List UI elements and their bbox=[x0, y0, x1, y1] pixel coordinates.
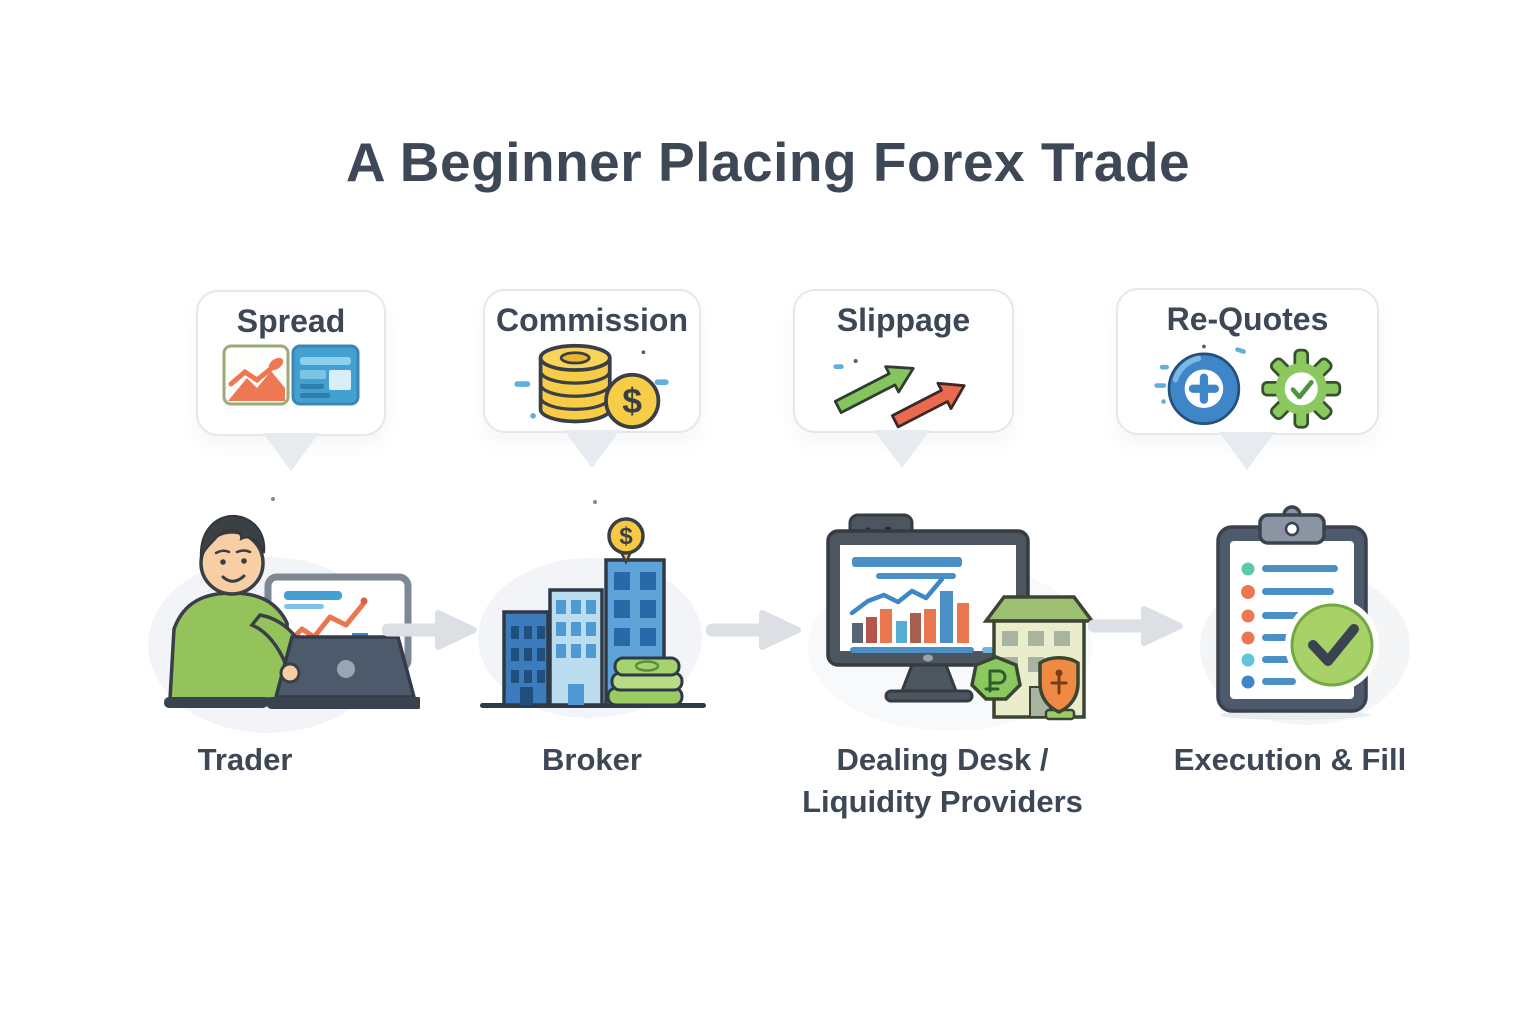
commission-coin-stack-icon: $ bbox=[514, 344, 669, 430]
dealing-desk-monitor-bank-icon bbox=[808, 513, 1096, 731]
flow-arrow-icon bbox=[1088, 606, 1183, 646]
ink-speck bbox=[271, 497, 275, 501]
callout-slippage-label: Slippage bbox=[836, 302, 971, 338]
flow-arrow-icon bbox=[382, 610, 477, 650]
callout-tail bbox=[263, 433, 319, 471]
check-circle-icon bbox=[1285, 598, 1379, 692]
callout-commission: Commission $ bbox=[483, 289, 701, 433]
node-label-trader: Trader bbox=[197, 742, 293, 777]
svg-text:$: $ bbox=[619, 523, 633, 550]
callout-spread-label: Spread bbox=[236, 303, 346, 339]
node-label-execution: Execution & Fill bbox=[1173, 742, 1407, 777]
shield-icon bbox=[1038, 656, 1080, 721]
callout-spread: Spread bbox=[196, 290, 386, 436]
node-label-dealing-desk: Dealing Desk / Liquidity Providers bbox=[770, 739, 1115, 823]
svg-text:$: $ bbox=[622, 381, 642, 421]
gear-check-icon bbox=[1260, 348, 1341, 429]
node-label-dealing-line2: Liquidity Providers bbox=[802, 783, 1083, 819]
money-stack bbox=[606, 656, 684, 707]
clipboard-checklist-icon bbox=[1200, 505, 1410, 725]
page-title: A Beginner Placing Forex Trade bbox=[345, 131, 1191, 193]
trader-at-laptop-icon bbox=[148, 514, 420, 733]
dollar-coin: $ bbox=[607, 517, 645, 565]
ink-speck bbox=[593, 500, 597, 504]
callout-slippage: Slippage bbox=[793, 289, 1014, 433]
callout-requotes-label: Re-Quotes bbox=[1166, 301, 1329, 337]
requotes-refresh-gear-icon bbox=[1153, 344, 1341, 429]
callout-tail bbox=[564, 430, 620, 468]
spread-chart-card-icon bbox=[222, 344, 360, 406]
node-label-broker: Broker bbox=[542, 742, 642, 777]
plus-circle-icon bbox=[1167, 352, 1240, 426]
dollar-coin: $ bbox=[604, 373, 661, 430]
node-label-dealing-line1: Dealing Desk / bbox=[836, 742, 1049, 777]
flow-arrow-icon bbox=[706, 610, 801, 650]
callout-tail bbox=[874, 430, 930, 468]
callout-requotes: Re-Quotes bbox=[1116, 288, 1379, 435]
callout-commission-label: Commission bbox=[495, 302, 689, 338]
slippage-up-arrows-icon bbox=[832, 359, 966, 429]
callout-tail bbox=[1219, 432, 1275, 470]
broker-buildings-icon: $ bbox=[478, 517, 706, 718]
currency-badge-icon bbox=[970, 655, 1022, 701]
